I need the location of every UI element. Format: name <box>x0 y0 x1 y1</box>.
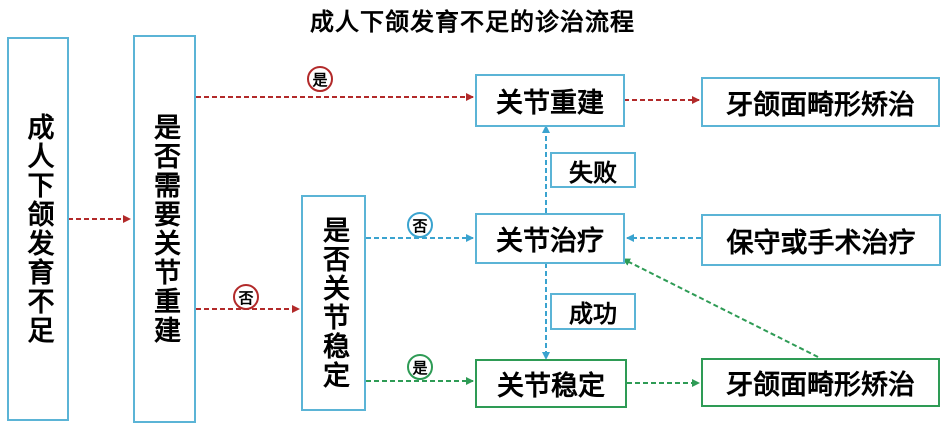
conservative-text: 保守或手术治疗 <box>726 227 916 259</box>
yes-top-badge: 是 <box>307 66 333 92</box>
decision-rebuild-text: 是否需要关节重建 <box>149 113 180 345</box>
success-label: 成功 <box>569 300 617 328</box>
yes-bottom-badge: 是 <box>407 354 433 380</box>
joint-stable-box: 关节稳定 <box>475 359 627 408</box>
start-box: 成人下颌发育不足 <box>7 37 69 421</box>
decision-stable-text: 是否关节稳定 <box>318 216 349 390</box>
joint-rebuild-box: 关节重建 <box>475 74 625 127</box>
ortho-bottom-text: 牙颌面畸形矫治 <box>726 370 915 401</box>
decision-rebuild-box: 是否需要关节重建 <box>133 35 196 423</box>
no-middle-badge: 否 <box>407 212 433 238</box>
start-box-text: 成人下颌发育不足 <box>22 113 54 345</box>
joint-rebuild-text: 关节重建 <box>496 88 604 119</box>
joint-treatment-text: 关节治疗 <box>496 226 604 257</box>
conservative-box: 保守或手术治疗 <box>701 214 941 266</box>
ortho-top-text: 牙颌面畸形矫治 <box>726 89 915 121</box>
joint-stable-text: 关节稳定 <box>497 371 605 402</box>
decision-stable-box: 是否关节稳定 <box>301 195 366 411</box>
fail-label: 失败 <box>569 158 617 187</box>
arrow-ortho-back-to-treatment <box>622 258 819 358</box>
success-label-box: 成功 <box>550 293 636 330</box>
ortho-top-box: 牙颌面畸形矫治 <box>701 77 940 127</box>
ortho-bottom-box: 牙颌面畸形矫治 <box>701 358 940 407</box>
no-left-badge: 否 <box>233 284 259 310</box>
joint-treatment-box: 关节治疗 <box>475 213 625 264</box>
diagram-title: 成人下颌发育不足的诊治流程 <box>310 8 635 36</box>
fail-label-box: 失败 <box>550 152 636 188</box>
